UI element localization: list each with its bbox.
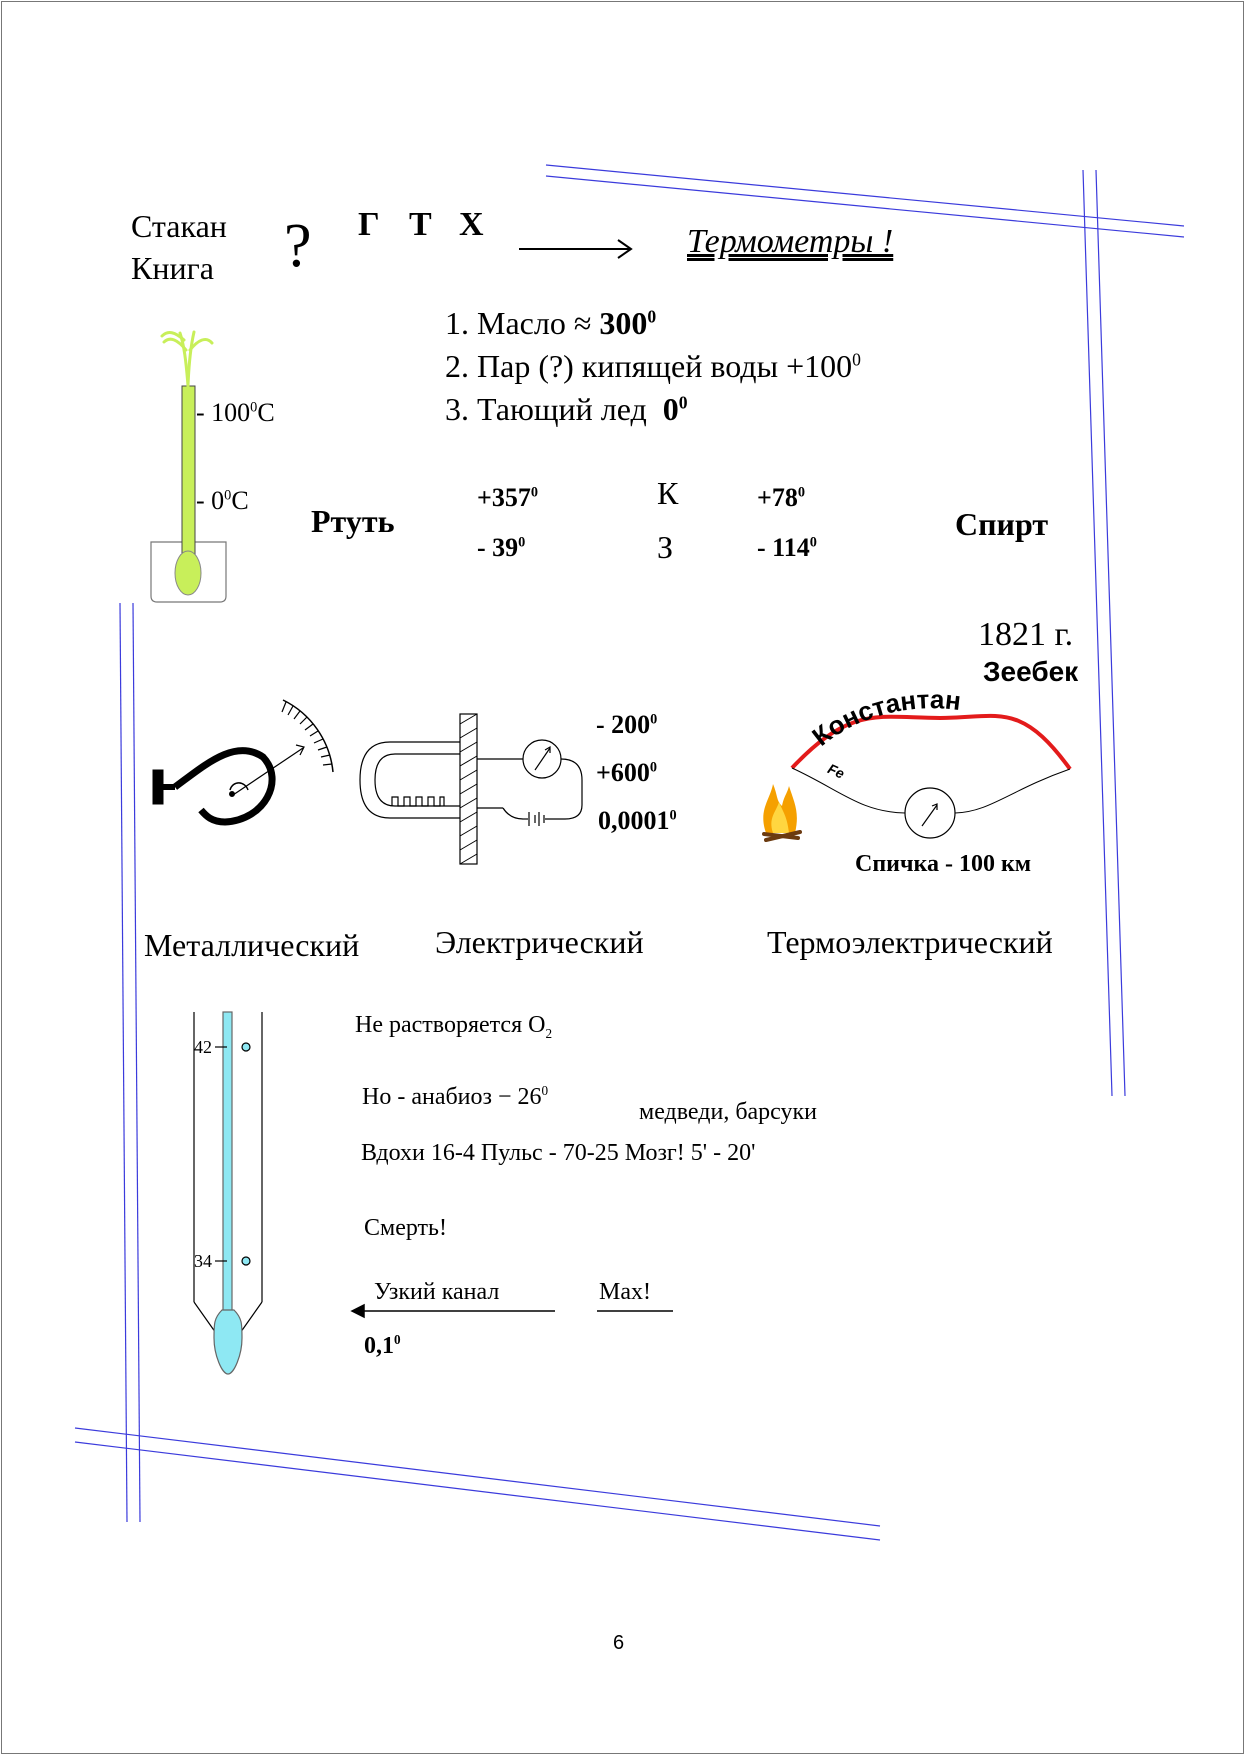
sprout-thermometer-icon — [150, 330, 227, 603]
boil-label: К — [657, 475, 679, 511]
title-arrow-icon — [519, 239, 633, 259]
death-note: Смерть! — [364, 1215, 447, 1241]
letter-g: Г — [358, 206, 380, 243]
tick-34: 34 — [194, 1251, 212, 1271]
animals-note: медведи, барсуки — [639, 1099, 818, 1125]
fixed-point-oil: 1. Масло ≈ 3000 — [445, 305, 657, 341]
mercury-freeze: - 390 — [477, 533, 526, 562]
channel-label: Узкий канал — [374, 1279, 500, 1305]
anabiosis-note: Но - анабиоз − 260 — [362, 1083, 549, 1110]
thermocouple-icon — [790, 713, 1072, 839]
match-label: Спичка - 100 км — [855, 851, 1032, 877]
metallic-thermometer-icon — [152, 699, 334, 826]
vitals-note: Вдохи 16-4 Пульс - 70-25 Мозг! 5' - 20' — [361, 1140, 756, 1166]
fixed-point-ice: 3. Тающий лед 00 — [445, 391, 688, 427]
letter-h: Х — [459, 206, 484, 243]
type-thermoelectric: Термоэлектрический — [767, 924, 1053, 960]
object-book: Книга — [131, 250, 214, 286]
letter-t: Т — [409, 206, 432, 243]
max-label: Max! — [599, 1279, 651, 1305]
electric-thermometer-icon — [359, 713, 583, 865]
seebeck-year: 1821 г. — [978, 616, 1074, 653]
object-glass: Стакан — [131, 208, 227, 244]
freeze-label: З — [657, 529, 674, 565]
frame-lines — [74, 164, 1185, 1541]
spirit-boil: +780 — [757, 483, 805, 512]
scale-mark-0: - 00C — [196, 486, 249, 515]
fixed-point-steam: 2. Пар (?) кипящей воды +1000 — [445, 348, 861, 384]
channel-arrow-icon — [350, 1303, 555, 1319]
medical-precision: 0,10 — [364, 1332, 401, 1359]
electric-low: - 2000 — [596, 710, 658, 739]
electric-precision: 0,00010 — [598, 806, 677, 835]
mercury-label: Ртуть — [311, 503, 395, 539]
page-number: 6 — [613, 1632, 625, 1654]
mercury-boil: +3570 — [477, 483, 538, 512]
type-metallic: Металлический — [144, 927, 360, 963]
spirit-freeze: - 1140 — [757, 533, 817, 562]
o2-note: Не растворяется O2 — [355, 1012, 553, 1041]
electric-high: +6000 — [596, 758, 657, 787]
spirit-label: Спирт — [955, 506, 1049, 542]
type-electric: Электрический — [435, 924, 644, 960]
tick-42: 42 — [194, 1037, 212, 1057]
page-title: Термометры ! — [687, 223, 894, 260]
seebeck-name: Зеебек — [983, 656, 1079, 687]
question-mark: ? — [284, 212, 312, 280]
medical-thermometer-icon — [193, 1011, 263, 1375]
scale-mark-100: - 1000C — [196, 398, 275, 427]
fire-icon — [762, 784, 802, 842]
